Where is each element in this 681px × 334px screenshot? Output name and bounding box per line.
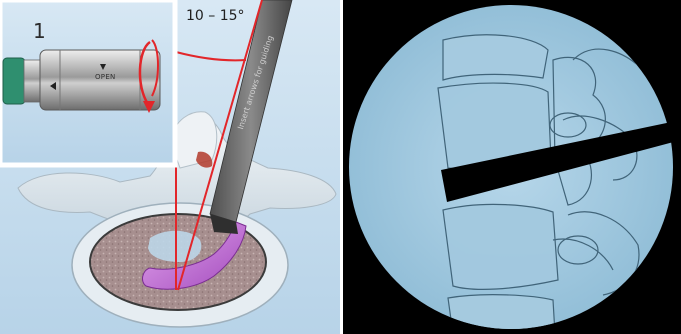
inset-detail [0, 0, 175, 165]
illustration-panel: 1 OPEN 10 – 15° Insert arrows for guidin… [0, 0, 340, 334]
open-label: OPEN [95, 74, 116, 81]
fluoroscopy-svg [343, 0, 681, 334]
illustration-svg [0, 0, 340, 334]
fluoroscopy-panel [343, 0, 681, 334]
step-number: 1 [33, 21, 46, 41]
angle-label: 10 – 15° [186, 9, 245, 23]
